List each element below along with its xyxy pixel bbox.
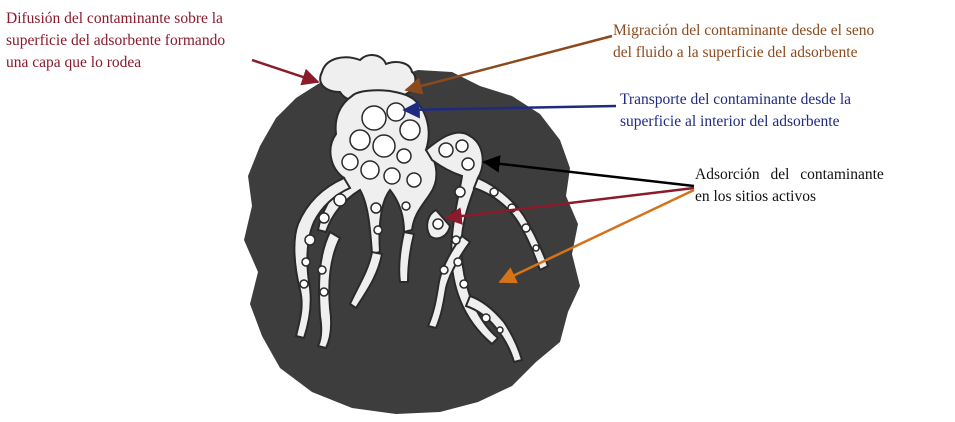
label-difusion: Difusión del contaminante sobre la super… — [6, 8, 225, 74]
label-transporte-line-2: superficie al interior del adsorbente — [620, 111, 851, 133]
label-transporte-line-1: Transporte del contaminante desde la — [620, 89, 851, 111]
label-adsorcion: Adsorción del contaminante en los sitios… — [695, 164, 884, 208]
arrow-migracion — [406, 36, 612, 90]
label-migracion-line-2: del fluido a la superficie del adsorbent… — [613, 42, 874, 64]
label-migracion: Migración del contaminante desde el seno… — [613, 20, 874, 64]
label-adsorcion-line-2: en los sitios activos — [695, 186, 884, 208]
label-migracion-line-1: Migración del contaminante desde el seno — [613, 20, 874, 42]
label-difusion-line-2: superficie del adsorbente formando — [6, 30, 225, 52]
arrow-difusion — [252, 60, 318, 82]
label-difusion-line-3: una capa que lo rodea — [6, 52, 225, 74]
label-difusion-line-1: Difusión del contaminante sobre la — [6, 8, 225, 30]
label-transporte: Transporte del contaminante desde la sup… — [620, 89, 851, 133]
label-adsorcion-line-1: Adsorción del contaminante — [695, 164, 884, 186]
